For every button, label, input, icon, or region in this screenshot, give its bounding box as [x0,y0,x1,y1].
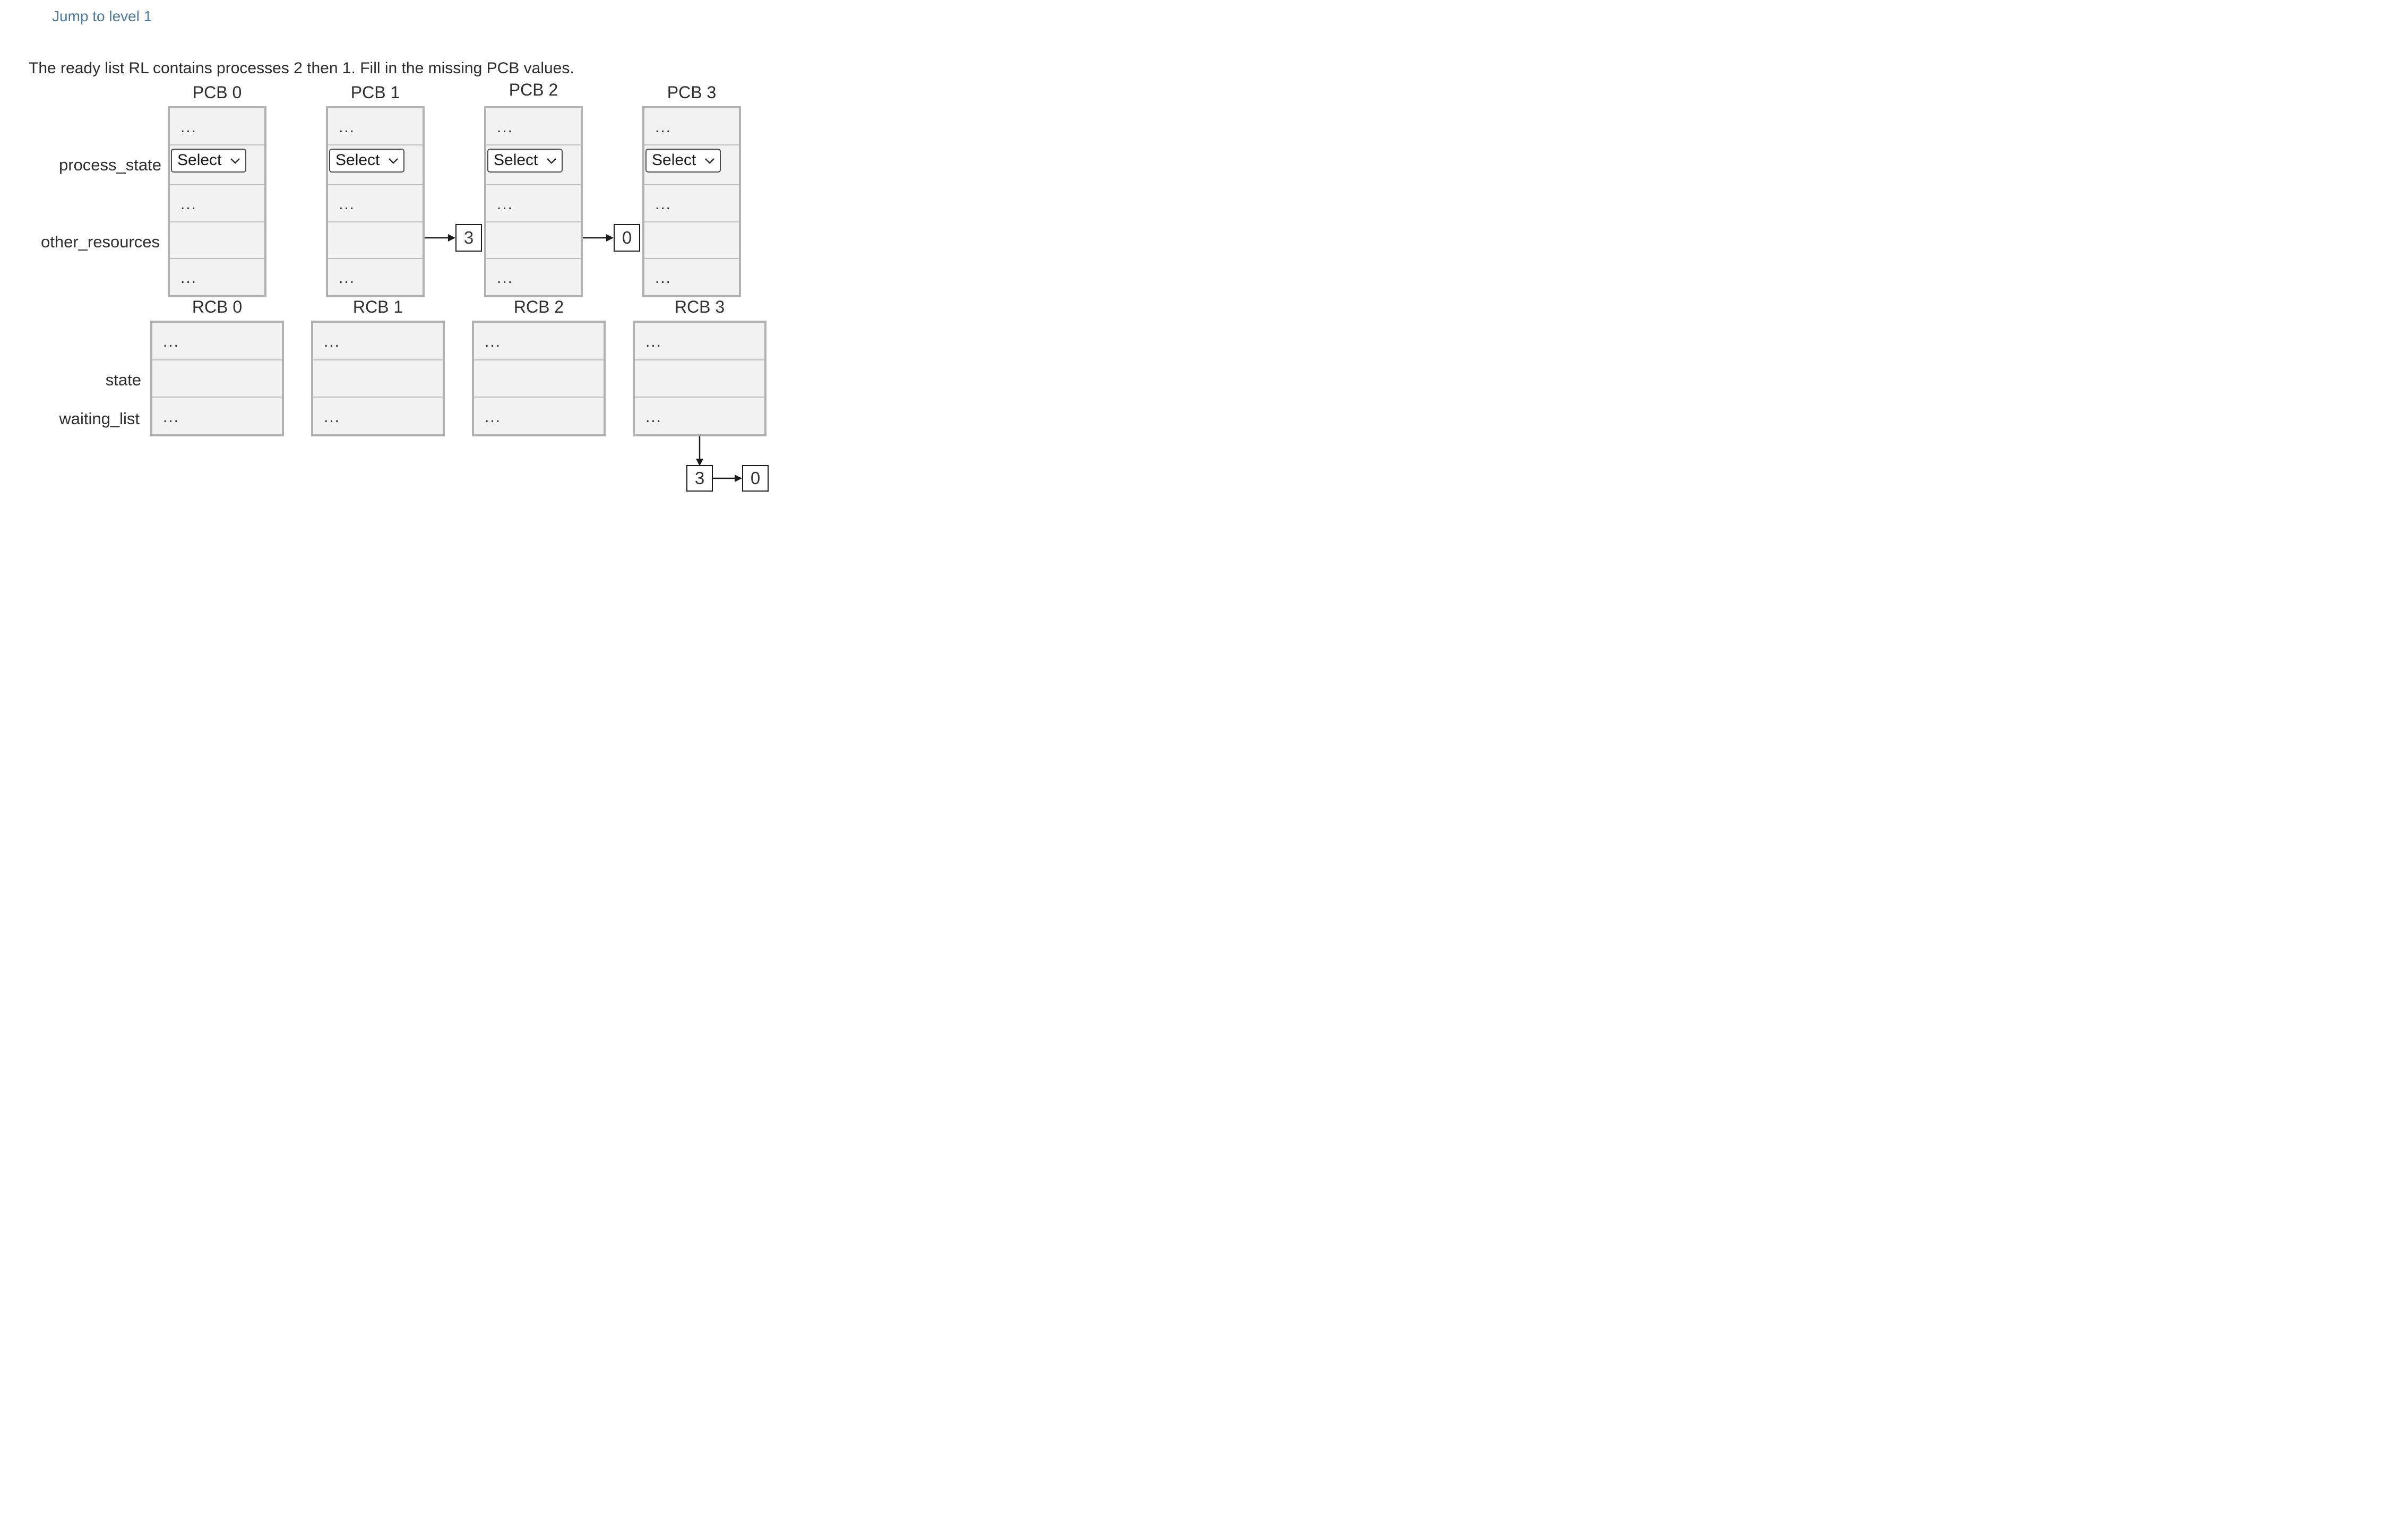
rcb-0-waiting-list-cell: ... [152,397,282,434]
pcb-3-row-bottom: ... [644,258,739,295]
pcb-3-title: PCB 3 [667,83,717,102]
ellipsis-text: ... [497,195,514,213]
rcb-3-waiting-list-first-box: 3 [686,465,713,492]
rcb-1-waiting-list-cell: ... [313,397,443,434]
pcb-3-process-state-select[interactable]: Select [645,148,721,173]
pcb-3-process-state-cell: Select [644,144,739,185]
ellipsis-text: ... [339,118,356,136]
pcb-0-process-state-select-wrap: Select [171,148,246,173]
ellipsis-text: ... [655,269,672,287]
ellipsis-text: ... [339,195,356,213]
rcb-2-box: ... ... [472,321,606,436]
rcb-0-title: RCB 0 [192,297,243,316]
rcb-3-waiting-list-cell: ... [635,397,764,434]
pcb-2-title: PCB 2 [509,80,558,99]
pcb-1-block: PCB 1 ... Select ... ... [326,83,425,297]
instruction-text: The ready list RL contains processes 2 t… [29,59,574,77]
ellipsis-text: ... [485,333,502,351]
pcb-2-process-state-select[interactable]: Select [487,148,563,173]
pcb-1-row-mid: ... [328,184,423,221]
rcb-3-box: ... ... [633,321,766,436]
pcb-2-box: ... Select ... ... [484,106,583,297]
ellipsis-text: ... [339,269,356,287]
rcb-3-state-cell [635,359,764,397]
pcb-0-row-bottom: ... [170,258,264,295]
rcb-1-row-top: ... [313,323,443,359]
ellipsis-text: ... [324,408,341,426]
ellipsis-text: ... [645,333,662,351]
pcb-1-process-state-select[interactable]: Select [329,148,404,173]
ellipsis-text: ... [180,118,197,136]
ellipsis-text: ... [655,118,672,136]
pcb-3-box: ... Select ... ... [642,106,741,297]
pcb-1-other-resources-cell [328,221,423,259]
ellipsis-text: ... [180,269,197,287]
rcb-3-waiting-list-arrow [696,436,703,466]
pcb-3-other-resources-cell [644,221,739,259]
ellipsis-text: ... [180,195,197,213]
ellipsis-text: ... [163,408,180,426]
pcb-1-process-state-select-wrap: Select [329,148,404,173]
rcb-0-box: ... ... [150,321,284,436]
pcb-2-other-resources-arrow [583,234,614,242]
pcb-0-box: ... Select ... ... [168,106,266,297]
pcb-0-process-state-select[interactable]: Select [171,148,246,173]
pcb-2-process-state-cell: Select [486,144,581,185]
pcb-2-block: PCB 2 ... Select ... ... [484,80,583,297]
rcb-2-row-top: ... [474,323,604,359]
pcb-3-row-top: ... [644,108,739,144]
pcb-3-block: PCB 3 ... Select ... ... [642,83,741,297]
pcb-1-other-resources-arrow [425,234,455,242]
pcb-0-title: PCB 0 [192,83,242,102]
pcb-0-row-mid: ... [170,184,264,221]
jump-to-level-link[interactable]: Jump to level 1 [52,8,152,24]
exercise-screen: Jump to level 1 The ready list RL contai… [0,0,801,513]
rcb-2-title: RCB 2 [513,297,564,316]
rcb-3-waiting-list-second-box: 0 [742,465,769,492]
rcb-0-block: RCB 0 ... ... [150,297,284,436]
pcb-0-other-resources-cell [170,221,264,259]
pcb-0-process-state-cell: Select [170,144,264,185]
pcb-0-row-top: ... [170,108,264,144]
pcb-3-row-mid: ... [644,184,739,221]
ellipsis-text: ... [497,269,514,287]
pcb-2-row-mid: ... [486,184,581,221]
ellipsis-text: ... [485,408,502,426]
rcb-2-waiting-list-cell: ... [474,397,604,434]
label-other-resources: other_resources [40,233,160,251]
rcb-3-title: RCB 3 [674,297,725,316]
rcb-3-row-top: ... [635,323,764,359]
ellipsis-text: ... [655,195,672,213]
rcb-3-block: RCB 3 ... ... [633,297,766,436]
rcb-1-title: RCB 1 [352,297,403,316]
rcb-1-box: ... ... [311,321,445,436]
ellipsis-text: ... [324,333,341,351]
rcb-3-waiting-list-chain-arrow [713,475,742,482]
ellipsis-text: ... [163,333,180,351]
rcb-1-state-cell [313,359,443,397]
ellipsis-text: ... [497,118,514,136]
pcb-1-row-bottom: ... [328,258,423,295]
label-state: state [105,371,141,389]
rcb-0-row-top: ... [152,323,282,359]
pcb-1-row-top: ... [328,108,423,144]
pcb-1-box: ... Select ... ... [326,106,425,297]
ellipsis-text: ... [645,408,662,426]
pcb-3-process-state-select-wrap: Select [645,148,721,173]
pcb-2-other-resources-value-box: 0 [614,224,640,252]
pcb-2-other-resources-cell [486,221,581,259]
pcb-1-title: PCB 1 [350,83,400,102]
pcb-2-process-state-select-wrap: Select [487,148,563,173]
pcb-1-process-state-cell: Select [328,144,423,185]
pcb-2-row-top: ... [486,108,581,144]
pcb-2-row-bottom: ... [486,258,581,295]
pcb-0-block: PCB 0 ... Select ... ... [168,83,266,297]
label-process-state: process_state [59,156,161,174]
rcb-2-state-cell [474,359,604,397]
rcb-0-state-cell [152,359,282,397]
label-waiting-list: waiting_list [59,409,140,428]
rcb-1-block: RCB 1 ... ... [311,297,445,436]
pcb-1-other-resources-value-box: 3 [455,224,482,252]
rcb-2-block: RCB 2 ... ... [472,297,606,436]
